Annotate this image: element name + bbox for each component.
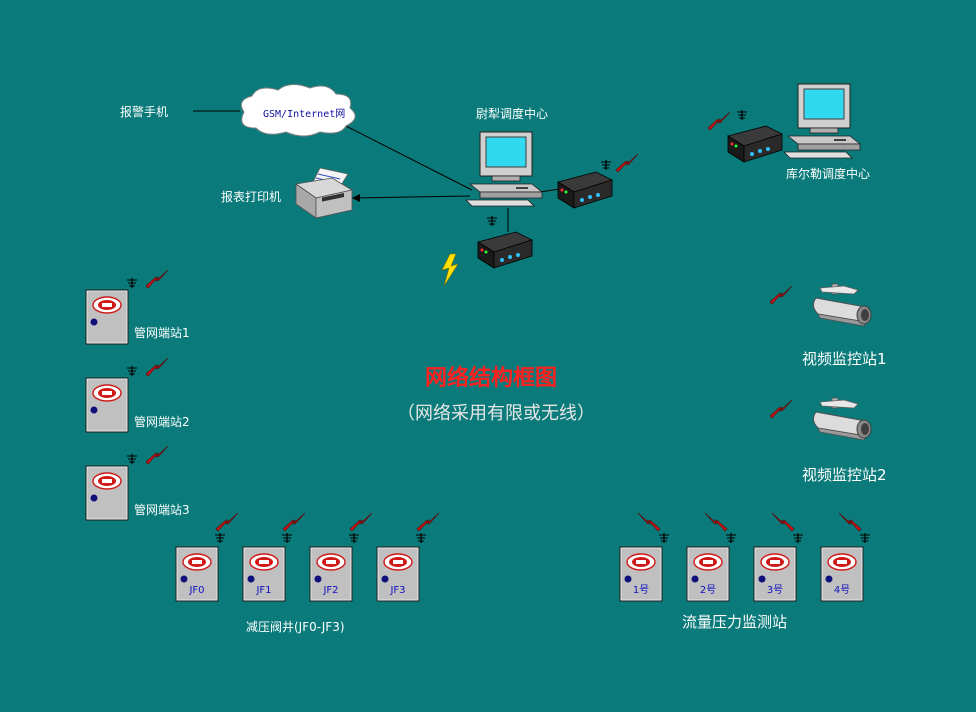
flow-station-signal-icon: [771, 512, 795, 532]
pipe-station-3: 管网端站3: [85, 445, 190, 521]
flow-group-label: 流量压力监测站: [682, 613, 787, 631]
printer-label: 报表打印机: [221, 189, 281, 204]
dispatch-center-1-signal-icon: [615, 153, 639, 173]
valve-well-label: JF0: [188, 585, 204, 596]
pipe-station-3-signal-icon: [145, 445, 169, 465]
flow-station-antenna-icon: [725, 532, 737, 544]
flow-station-signal-icon: [637, 512, 661, 532]
valve-group-label: 减压阀井(JF0-JF3): [246, 620, 345, 634]
modem-2-antenna-icon: [486, 215, 498, 227]
flow-station-signal-icon: [704, 512, 728, 532]
valve-well-signal-icon: [349, 512, 373, 532]
valve-well-0: JF0: [175, 512, 239, 602]
video-station-1: 视频监控站1: [769, 283, 887, 368]
modem-2-signal-icon: [441, 253, 459, 287]
pipe-station-1-signal-icon: [145, 269, 169, 289]
diagram-title: 网络结构框图: [425, 365, 557, 391]
diagram-subtitle: （网络采用有限或无线）: [397, 403, 595, 424]
dispatch-center-2-modem-icon: [727, 125, 783, 163]
pipe-station-1-box-icon: [85, 289, 129, 345]
valve-well-antenna-icon: [348, 532, 360, 544]
pipe-station-2-box-icon: [85, 377, 129, 433]
dispatch-center-1-antenna-icon: [600, 159, 612, 171]
dispatch-center-1-label: 尉犁调度中心: [476, 106, 548, 121]
pipe-station-1: 管网端站1: [85, 269, 190, 345]
valve-well-antenna-icon: [415, 532, 427, 544]
valve-well-3: JF3: [376, 512, 440, 602]
cloud-icon: [240, 84, 356, 137]
flow-station-3: 4号: [820, 512, 871, 602]
video-station-2: 视频监控站2: [769, 397, 887, 484]
valve-well-signal-icon: [215, 512, 239, 532]
pipe-station-2-antenna-icon: [126, 365, 138, 377]
video-station-1-signal-icon: [769, 285, 793, 305]
dispatch-center-1-modem-icon: [557, 171, 613, 209]
printer-link-arrow: [352, 194, 360, 202]
valve-well-label: JF3: [389, 585, 405, 596]
flow-station-label: 3号: [767, 584, 783, 596]
valve-well-group: JF0 JF1 JF2 JF3: [175, 512, 440, 602]
dispatch-center-1-modem-2-icon: [477, 231, 533, 269]
dispatch-center-2-antenna-icon: [736, 109, 748, 121]
cloud-center-link: [345, 125, 473, 191]
flow-station-label: 4号: [834, 584, 850, 596]
dispatch-center-2-label: 库尔勒调度中心: [786, 166, 870, 181]
video-station-2-signal-icon: [769, 399, 793, 419]
pipe-station-2: 管网端站2: [85, 357, 190, 433]
flow-station-antenna-icon: [792, 532, 804, 544]
flow-station-signal-icon: [838, 512, 862, 532]
flow-station-antenna-icon: [859, 532, 871, 544]
video-station-1-camera-icon: [812, 283, 872, 327]
pipe-station-3-antenna-icon: [126, 453, 138, 465]
flow-station-1: 2号: [686, 512, 737, 602]
valve-well-2: JF2: [309, 512, 373, 602]
flow-station-antenna-icon: [658, 532, 670, 544]
valve-well-label: JF2: [322, 585, 338, 596]
dispatch-center-2-computer-icon: [783, 83, 861, 159]
flow-station-group: 1号 2号 3号 4号: [619, 512, 871, 602]
flow-station-2: 3号: [753, 512, 804, 602]
valve-well-signal-icon: [282, 512, 306, 532]
valve-well-1: JF1: [242, 512, 306, 602]
pipe-station-3-label: 管网端站3: [134, 502, 190, 517]
valve-well-antenna-icon: [281, 532, 293, 544]
valve-well-antenna-icon: [214, 532, 226, 544]
pipe-station-2-label: 管网端站2: [134, 414, 190, 429]
valve-well-label: JF1: [255, 585, 271, 596]
flow-station-label: 1号: [633, 584, 649, 596]
dispatch-center-1-computer-icon: [465, 131, 543, 207]
video-station-2-label: 视频监控站2: [802, 466, 887, 484]
valve-well-signal-icon: [416, 512, 440, 532]
dispatch-center-2-signal-icon: [707, 111, 731, 131]
pipe-station-1-antenna-icon: [126, 277, 138, 289]
flow-station-0: 1号: [619, 512, 670, 602]
printer-center-link: [351, 195, 471, 199]
video-station-1-label: 视频监控站1: [802, 350, 887, 368]
flow-station-label: 2号: [700, 584, 716, 596]
pipe-station-1-label: 管网端站1: [134, 325, 190, 340]
video-station-2-camera-icon: [812, 397, 872, 441]
pipe-station-3-box-icon: [85, 465, 129, 521]
cloud-label: GSM/Internet网: [263, 108, 345, 120]
alarm-phone-label: 报警手机: [120, 104, 168, 119]
pipe-station-2-signal-icon: [145, 357, 169, 377]
printer-icon: [294, 167, 354, 219]
